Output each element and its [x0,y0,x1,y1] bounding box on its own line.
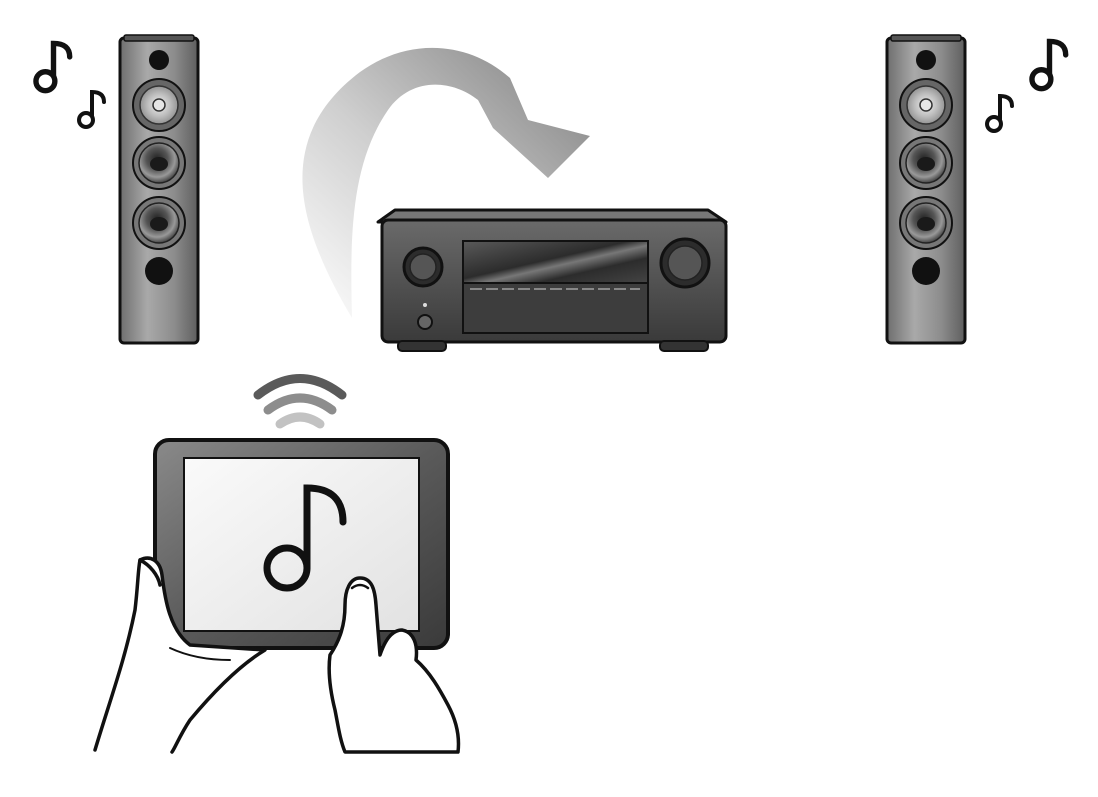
receiver-display [462,240,649,284]
power-button [417,314,433,330]
left-speaker [118,33,200,345]
music-note-icon [77,90,106,129]
av-receiver [376,208,728,352]
right-speaker [885,33,967,345]
music-note-icon [263,484,347,592]
wireless-signal-icon [253,374,347,429]
hands [93,556,461,754]
tablet [153,438,450,650]
curved-arrow-icon [302,47,590,319]
music-note-icon [985,94,1014,133]
tablet-screen [183,457,420,632]
music-note-icon [36,43,70,90]
music-note-icon [1032,41,1066,88]
